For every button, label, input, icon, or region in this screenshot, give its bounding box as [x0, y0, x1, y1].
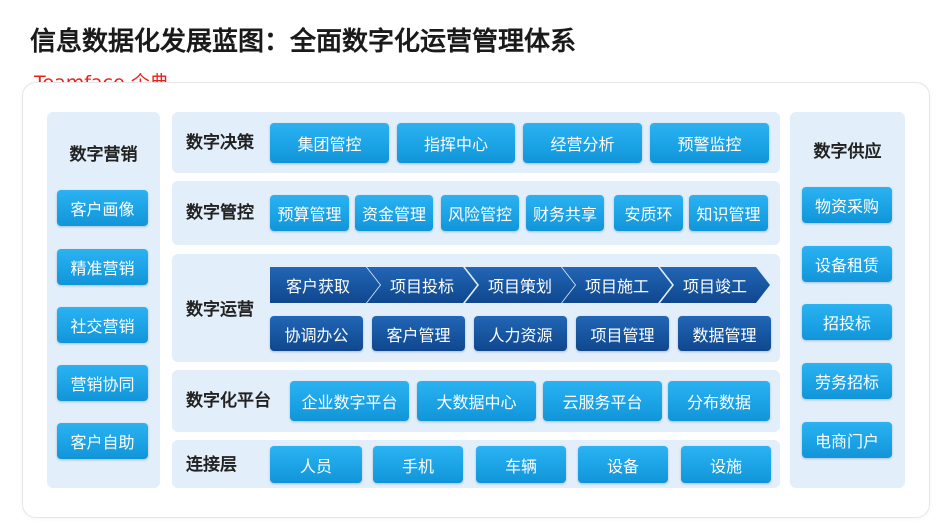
- supply-item-labor-tendering: 劳务招标: [802, 363, 892, 399]
- control-item-safety-quality-env: 安质环: [614, 195, 683, 231]
- platform-item-big-data-center: 大数据中心: [417, 381, 536, 421]
- operations-flow-step-customer-acquisition: 客户获取: [270, 267, 380, 303]
- operations-item-human-resources: 人力资源: [474, 316, 567, 351]
- operations-flow-step-project-bidding: 项目投标: [367, 267, 477, 303]
- connection-item-mobile-phone: 手机: [373, 446, 463, 483]
- operations-label: 数字运营: [186, 300, 254, 320]
- marketing-item-social-marketing: 社交营销: [57, 307, 148, 343]
- connection-item-equipment: 设备: [578, 446, 668, 483]
- connection-item-vehicles: 车辆: [476, 446, 566, 483]
- control-item-funds: 资金管理: [355, 195, 433, 231]
- control-item-shared-finance: 财务共享: [526, 195, 604, 231]
- marketing-item-precision-marketing: 精准营销: [57, 249, 148, 285]
- control-item-knowledge: 知识管理: [689, 195, 768, 231]
- operations-flow-step-project-completion: 项目竣工: [660, 267, 770, 303]
- platform-item-enterprise-digital-platform: 企业数字平台: [290, 381, 409, 421]
- operations-item-office-coordination: 协调办公: [270, 316, 363, 351]
- platform-item-cloud-service-platform: 云服务平台: [543, 381, 662, 421]
- operations-item-customer-management: 客户管理: [372, 316, 465, 351]
- connection-item-personnel: 人员: [270, 446, 362, 483]
- platform-item-distributed-data: 分布数据: [668, 381, 770, 421]
- control-item-risk: 风险管控: [441, 195, 519, 231]
- decision-item-command-center: 指挥中心: [397, 123, 515, 163]
- control-item-budget: 预算管理: [270, 195, 349, 231]
- supply-item-equipment-leasing: 设备租赁: [802, 246, 892, 282]
- operations-flow-step-project-construction: 项目施工: [562, 267, 672, 303]
- control-label: 数字管控: [186, 203, 254, 223]
- decision-item-warning-monitoring: 预警监控: [650, 123, 769, 163]
- supply-item-material-procurement: 物资采购: [802, 187, 892, 223]
- connection-item-facilities: 设施: [681, 446, 771, 483]
- marketing-item-customer-profile: 客户画像: [57, 190, 148, 226]
- operations-item-data-management: 数据管理: [678, 316, 771, 351]
- marketing-title: 数字营销: [69, 145, 138, 165]
- operations-item-project-management: 项目管理: [576, 316, 669, 351]
- decision-item-group-control: 集团管控: [270, 123, 389, 163]
- operations-flow-step-project-planning: 项目策划: [465, 267, 575, 303]
- supply-title: 数字供应: [813, 142, 882, 162]
- decision-item-business-analysis: 经营分析: [523, 123, 642, 163]
- platform-label: 数字化平台: [186, 391, 271, 411]
- decision-label: 数字决策: [186, 133, 254, 153]
- page-title: 信息数据化发展蓝图：全面数字化运营管理体系: [30, 27, 577, 57]
- supply-item-bidding: 招投标: [802, 304, 892, 340]
- supply-item-ecommerce-portal: 电商门户: [802, 422, 892, 458]
- marketing-item-marketing-collaboration: 营销协同: [57, 365, 148, 401]
- marketing-item-customer-self-service: 客户自助: [57, 423, 148, 459]
- connection-label: 连接层: [186, 455, 237, 475]
